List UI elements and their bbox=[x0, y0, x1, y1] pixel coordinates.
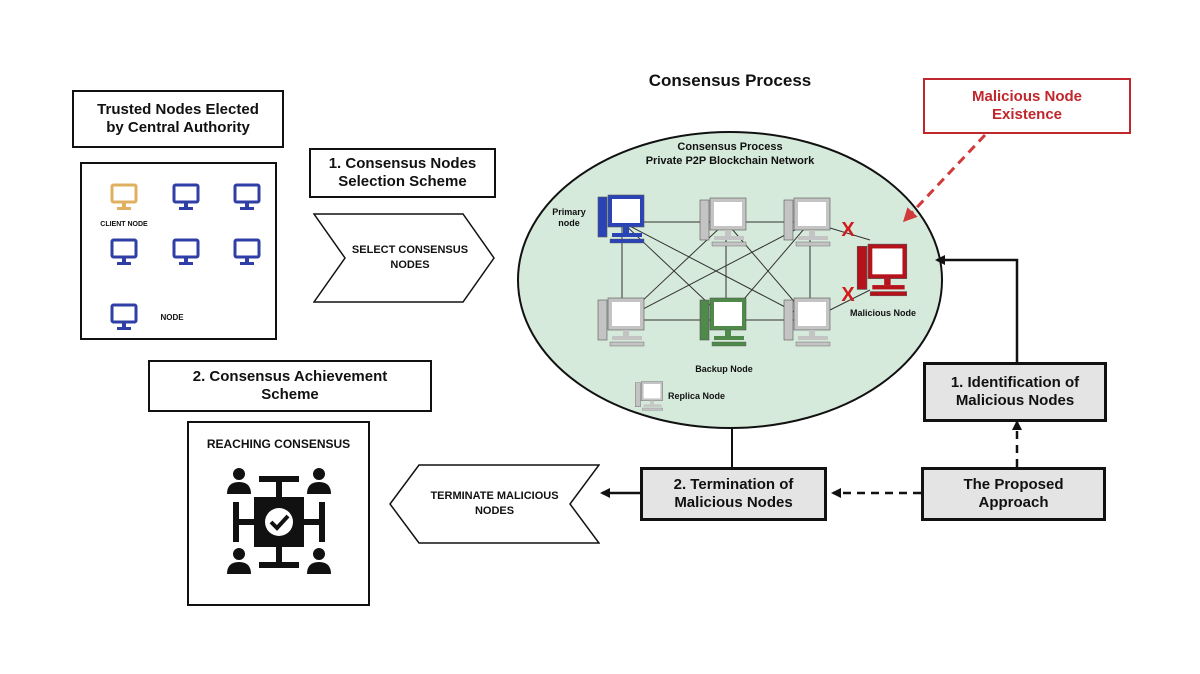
backup-node-label: Backup Node bbox=[695, 364, 753, 374]
identification-to-network-arrow bbox=[935, 255, 1019, 362]
node-legend-label: NODE bbox=[160, 313, 184, 322]
replica-node-icon bbox=[782, 296, 832, 348]
select-consensus-chevron: SELECT CONSENSUS NODES bbox=[313, 213, 495, 303]
node-icon bbox=[109, 237, 139, 267]
node-icon bbox=[171, 182, 201, 212]
malicious-node-icon bbox=[855, 242, 909, 298]
trusted-nodes-header: Trusted Nodes Elected by Central Authori… bbox=[72, 90, 284, 148]
termination-box: 2. Termination of Malicious Nodes bbox=[640, 467, 827, 521]
malicious-node-label: Malicious Node bbox=[849, 308, 916, 318]
step2-title-box: 2. Consensus Achievement Scheme bbox=[148, 360, 432, 412]
backup-node-icon bbox=[698, 296, 748, 348]
network-title: Consensus Process Private P2P Blockchain… bbox=[645, 141, 815, 167]
consensus-network-icon bbox=[227, 468, 331, 574]
diagram-title: Consensus Process bbox=[648, 71, 812, 90]
primary-node-label: Primary node bbox=[552, 207, 586, 229]
replica-node-icon bbox=[596, 296, 646, 348]
node-icon bbox=[232, 182, 262, 212]
identification-box: 1. Identification of Malicious Nodes bbox=[923, 362, 1107, 422]
replica-node-icon bbox=[782, 196, 832, 248]
node-icon bbox=[109, 302, 139, 332]
x-mark-icon: X bbox=[841, 219, 855, 241]
replica-legend-icon bbox=[634, 380, 664, 412]
x-mark-icon: X bbox=[841, 284, 855, 306]
proposed-approach-box: The Proposed Approach bbox=[921, 467, 1106, 521]
node-icon bbox=[232, 237, 262, 267]
reaching-consensus-label: REACHING CONSENSUS bbox=[206, 437, 351, 451]
step1-title-box: 1. Consensus Nodes Selection Scheme bbox=[309, 148, 496, 198]
malicious-existence-arrow bbox=[902, 133, 987, 223]
node-icon bbox=[171, 237, 201, 267]
replica-node-label: Replica Node bbox=[668, 391, 726, 401]
client-node-icon bbox=[109, 182, 139, 212]
select-consensus-label: SELECT CONSENSUS NODES bbox=[351, 243, 469, 271]
terminate-malicious-label: TERMINATE MALICIOUS NODES bbox=[430, 489, 559, 517]
malicious-existence-box: Malicious Node Existence bbox=[923, 78, 1131, 134]
terminate-malicious-chevron: TERMINATE MALICIOUS NODES bbox=[389, 464, 600, 544]
client-node-label: CLIENT NODE bbox=[100, 221, 148, 228]
primary-node-icon bbox=[596, 193, 646, 245]
replica-node-icon bbox=[698, 196, 748, 248]
